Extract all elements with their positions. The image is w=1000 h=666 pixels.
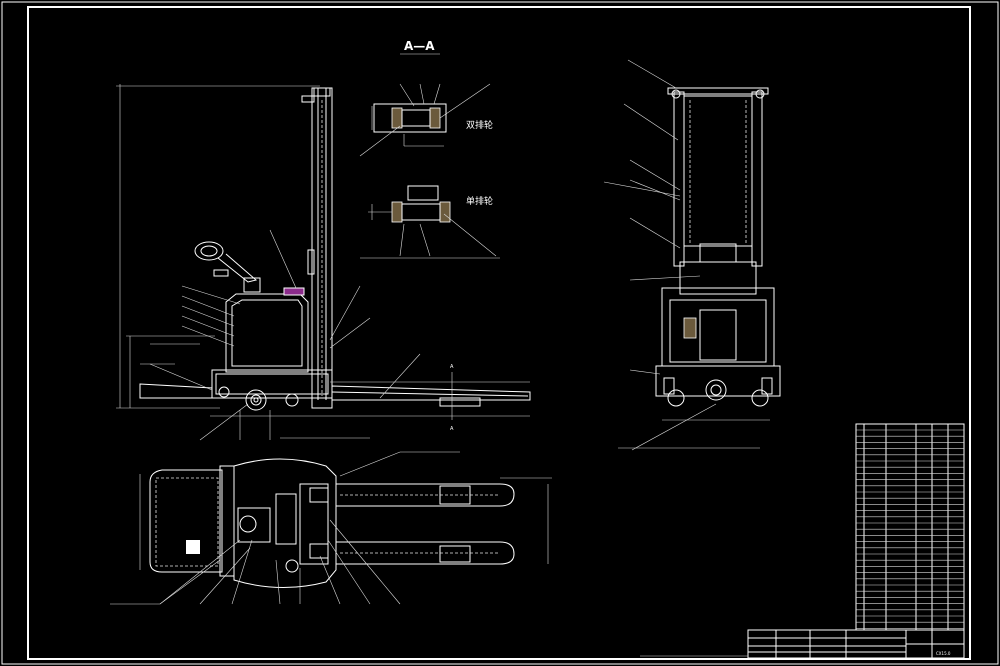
single-wheel-note: 单排轮 xyxy=(466,195,493,207)
front-view xyxy=(603,59,781,451)
parts-list-rows xyxy=(856,429,964,629)
double-wheel-note: 双排轮 xyxy=(466,119,493,131)
top-view xyxy=(110,451,552,605)
section-a-a: A—A 双排轮 单排轮 xyxy=(359,39,500,259)
title-block: CX15.0 xyxy=(747,629,965,659)
section-title: A—A xyxy=(404,39,435,53)
side-view: A A xyxy=(116,84,531,441)
section-marker-top: A xyxy=(450,364,454,370)
drawing-number: CX15.0 xyxy=(936,651,951,656)
section-marker-bottom: A xyxy=(450,426,454,432)
